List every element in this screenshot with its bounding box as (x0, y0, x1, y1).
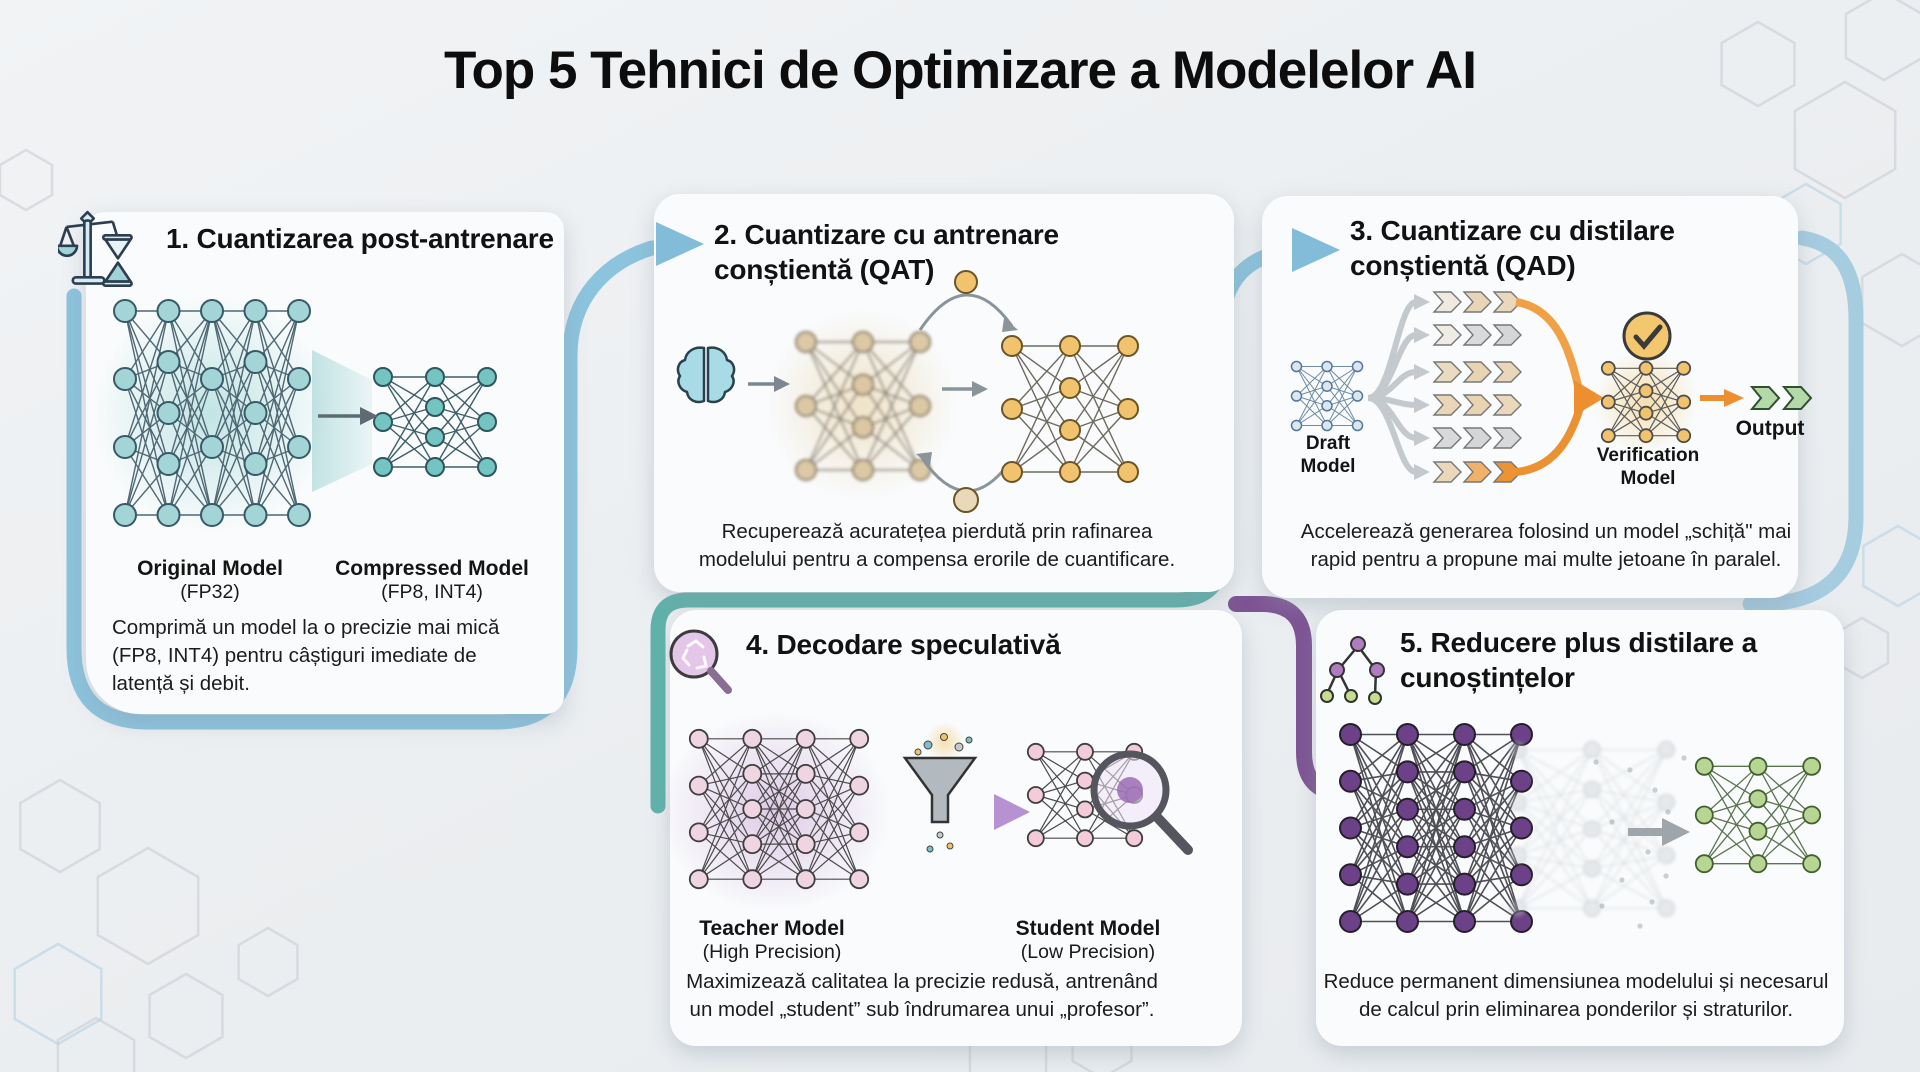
label-compressed-model-name: Compressed Model (335, 556, 529, 580)
heading-technique-5: 5. Reducere plus distilare a cunoștințel… (1400, 627, 1757, 693)
heading-technique-3: 3. Cuantizare cu distilare conștientă (Q… (1350, 215, 1675, 281)
label-compressed-model: Compressed Model (FP8, INT4) (335, 530, 529, 631)
description-technique-3: Accelerează generarea folosind un model … (1300, 520, 1792, 571)
label-student-model-name: Student Model (1015, 916, 1161, 940)
label-student-model-precision: (Low Precision) (1020, 941, 1156, 964)
label-original-model: Original Model (FP32) (137, 530, 283, 631)
label-draft-model: Draft Model (1300, 433, 1356, 478)
label-original-model-name: Original Model (137, 556, 283, 580)
label-verification-model: Verification Model (1596, 445, 1700, 490)
label-original-model-precision: (FP32) (180, 581, 240, 604)
heading-technique-4: 4. Decodare speculativă (746, 629, 1061, 660)
balance-scale-hourglass-icon (55, 208, 138, 297)
description-technique-2: Recuperează acuratețea pierdută prin raf… (698, 520, 1176, 571)
heading-technique-1: 1. Cuantizarea post-antrenare (166, 223, 554, 254)
label-student-model: Student Model (Low Precision) (1016, 890, 1161, 991)
page-title: Top 5 Tehnici de Optimizare a Modelelor … (444, 41, 1477, 100)
label-teacher-model: Teacher Model (High Precision) (699, 890, 844, 991)
description-technique-1: Comprimă un model la o precizie mai mică… (112, 616, 500, 695)
description-technique-4: Maximizează calitatea la precizie redusă… (686, 970, 1158, 1021)
label-teacher-model-precision: (High Precision) (702, 941, 842, 964)
description-technique-5: Reduce permanent dimensiunea modelului ș… (1323, 970, 1829, 1021)
label-output: Output (1735, 417, 1805, 440)
magnifier-recycle-icon (662, 624, 738, 705)
label-teacher-model-name: Teacher Model (699, 916, 845, 940)
label-compressed-model-precision: (FP8, INT4) (381, 581, 483, 604)
tree-graph-icon (1320, 632, 1396, 713)
heading-technique-2: 2. Cuantizare cu antrenare conștientă (Q… (714, 219, 1059, 285)
